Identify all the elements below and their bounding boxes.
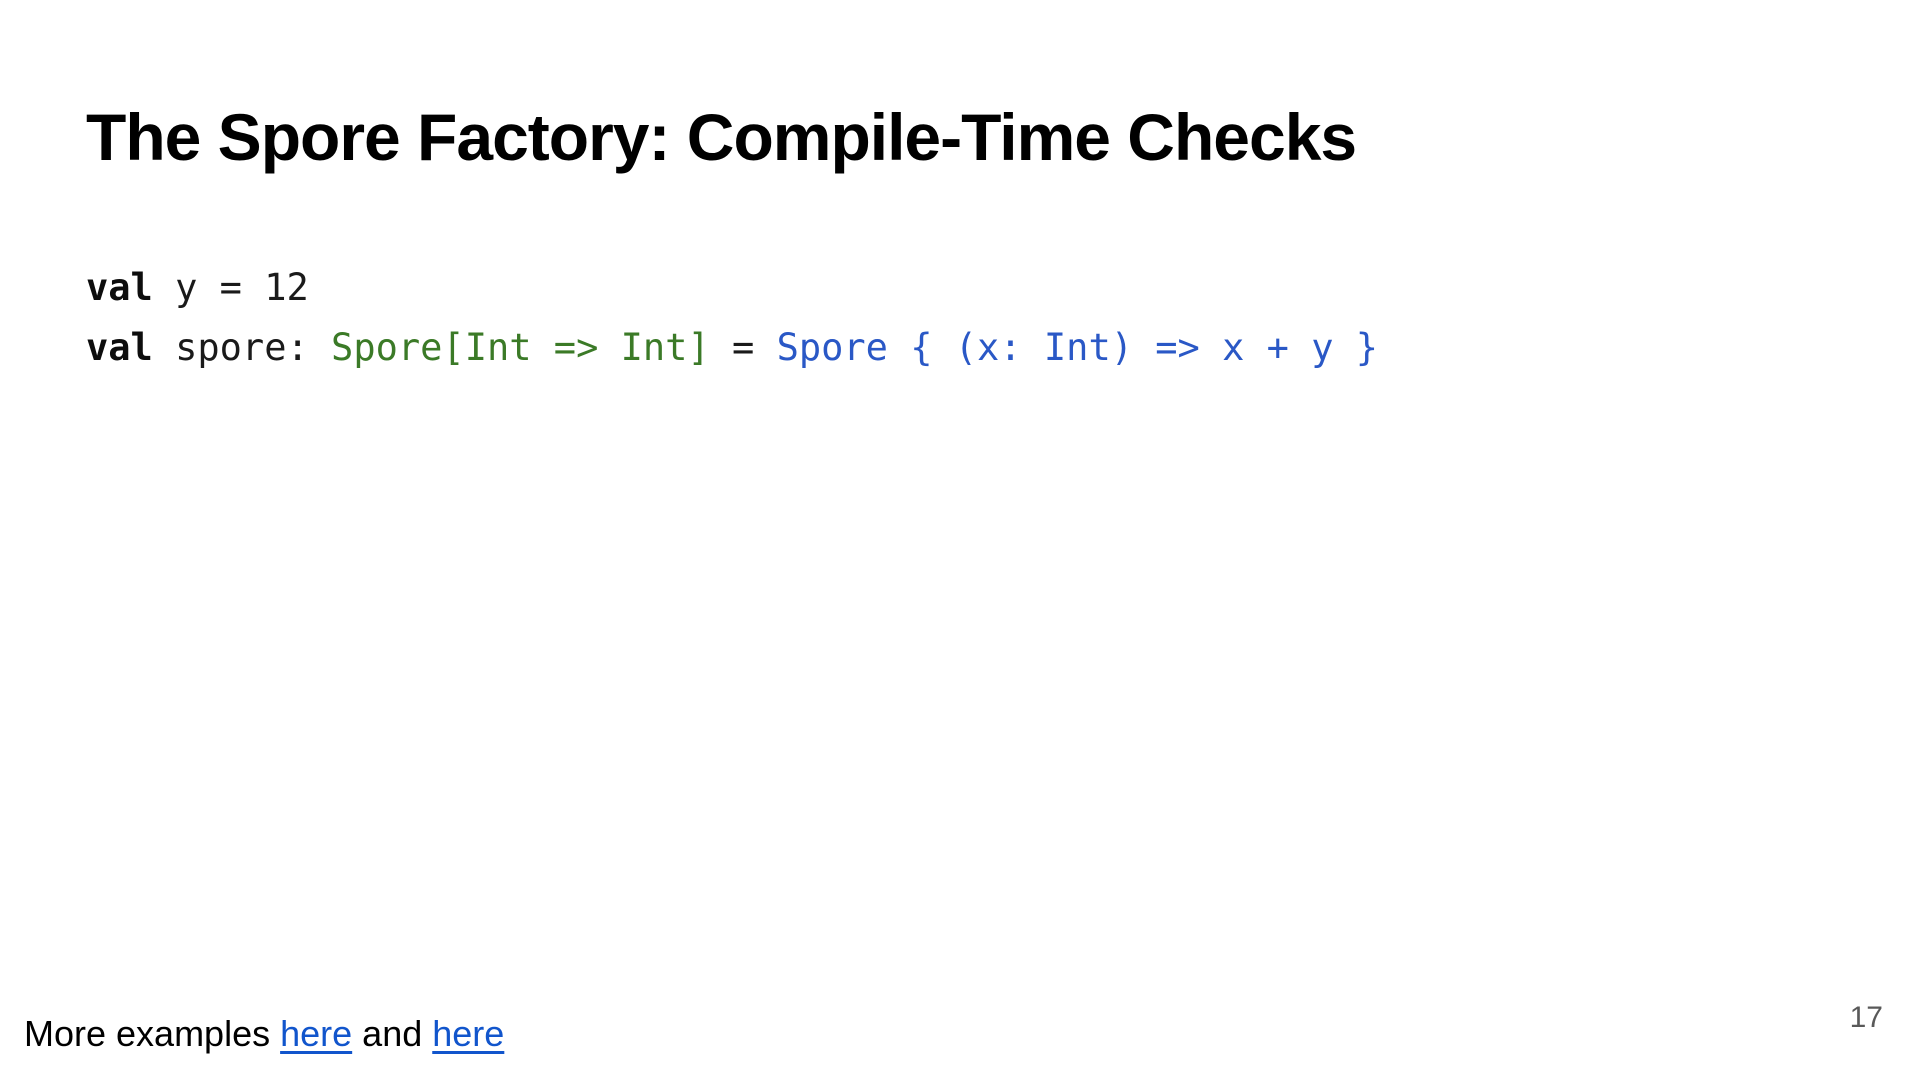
examples-link-2[interactable]: here bbox=[432, 1013, 505, 1054]
footer: More examples here and here bbox=[24, 1012, 504, 1056]
footer-conjunction-text: and bbox=[352, 1013, 433, 1054]
code-block: val y = 12 val spore: Spore[Int => Int] … bbox=[86, 258, 1378, 378]
code-expression: Spore { (x: Int) => x + y } bbox=[776, 326, 1379, 369]
code-keyword-val: val bbox=[86, 326, 153, 369]
slide-title: The Spore Factory: Compile-Time Checks bbox=[86, 100, 1357, 174]
footer-prefix-text: More examples bbox=[24, 1013, 281, 1054]
page-number: 17 bbox=[1849, 1001, 1883, 1034]
code-equals: = bbox=[709, 326, 777, 369]
code-line-1: val y = 12 bbox=[86, 258, 1378, 318]
code-plain-text: y = 12 bbox=[152, 266, 309, 309]
code-declaration: spore: bbox=[152, 326, 332, 369]
code-keyword-val: val bbox=[86, 266, 153, 309]
code-line-2: val spore: Spore[Int => Int] = Spore { (… bbox=[86, 318, 1378, 378]
examples-link-1[interactable]: here bbox=[280, 1013, 353, 1054]
code-type-annotation: Spore[Int => Int] bbox=[331, 326, 710, 369]
